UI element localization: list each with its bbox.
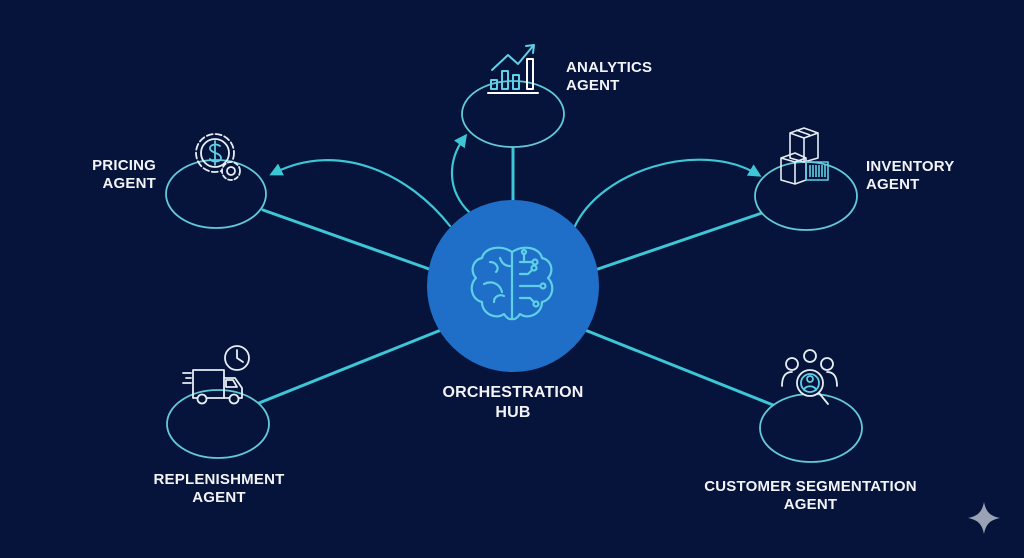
delivery-truck-clock-icon (182, 345, 250, 405)
sparkle-icon (968, 502, 1000, 534)
customer-segmentation-agent-label: CUSTOMER SEGMENTATION AGENT (688, 478, 933, 514)
inventory-agent-label-line2: AGENT (866, 176, 920, 193)
pricing-agent-label-line2: AGENT (102, 175, 156, 192)
pricing-agent-label: PRICING AGENT (90, 157, 156, 193)
inventory-agent-label: INVENTORY AGENT (866, 158, 954, 194)
node-replenishment[interactable] (166, 389, 270, 459)
arrow-hub-to-pricing (269, 159, 452, 228)
analytics-agent-label: ANALYTICS AGENT (566, 59, 652, 95)
replenishment-agent-label-line2: AGENT (192, 489, 246, 506)
replenishment-agent-label: REPLENISHMENT AGENT (139, 471, 299, 507)
connector-hub-replenishment (257, 328, 443, 405)
pricing-agent-label-line1: PRICING (92, 157, 156, 174)
brain-circuit-icon (470, 246, 554, 321)
dollar-gear-icon (195, 133, 241, 181)
orchestration-hub-label: ORCHESTRATION HUB (413, 383, 613, 423)
arrow-hub-to-inventory (572, 158, 762, 230)
replenishment-agent-label-line1: REPLENISHMENT (153, 471, 285, 488)
analytics-agent-label-line1: ANALYTICS (566, 59, 653, 76)
boxes-barcode-icon (780, 127, 829, 185)
node-pricing[interactable] (165, 159, 267, 229)
inventory-agent-label-line1: INVENTORY (866, 158, 955, 175)
orchestration-hub-label-line1: ORCHESTRATION (442, 384, 584, 401)
bar-chart-trend-icon (487, 44, 539, 94)
node-customer-segmentation[interactable] (759, 393, 863, 463)
node-analytics[interactable] (461, 80, 565, 148)
arrow-hub-to-analytics (450, 133, 472, 215)
connector-hub-customer-segmentation (583, 328, 775, 407)
orchestration-hub-label-line2: HUB (495, 404, 531, 421)
connector-hub-inventory (593, 211, 764, 272)
analytics-agent-label-line2: AGENT (566, 77, 620, 94)
people-magnifier-icon (781, 349, 838, 405)
customer-segmentation-agent-label-line2: AGENT (783, 496, 838, 513)
customer-segmentation-agent-label-line1: CUSTOMER SEGMENTATION (704, 478, 917, 495)
connector-hub-pricing (261, 208, 434, 272)
